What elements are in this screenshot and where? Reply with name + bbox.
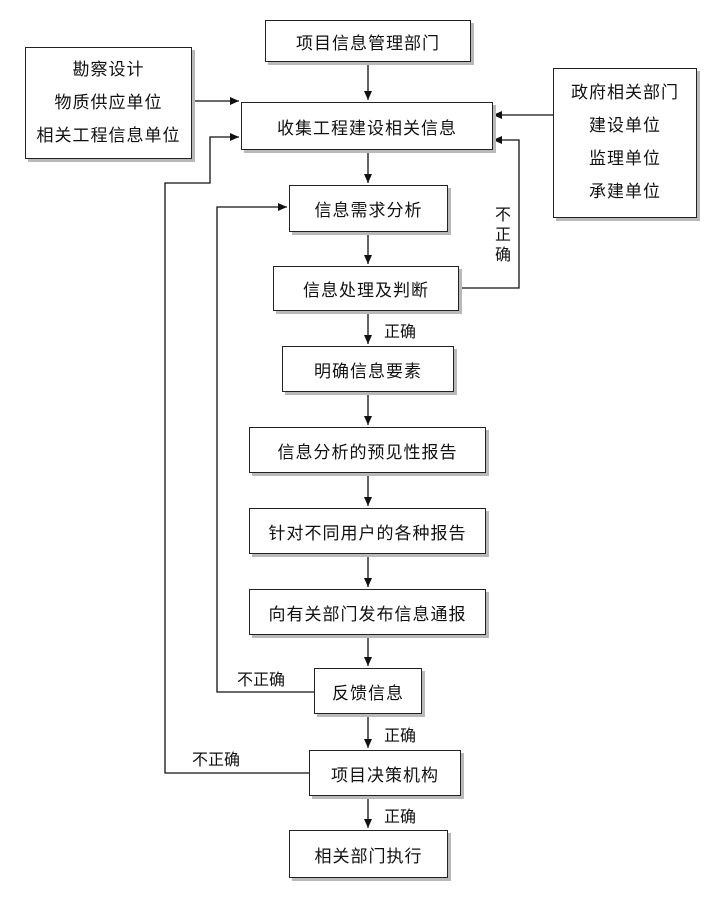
node-collect-info: 收集工程建设相关信息: [241, 102, 493, 150]
right-source-contractor: 承建单位: [589, 182, 661, 202]
label-feedback-incorrect: 不正确: [237, 670, 286, 689]
left-source-survey-design: 勘察设计: [72, 59, 145, 80]
arrow-feedback-incorrect-loop: [216, 203, 314, 693]
node-dept-execute: 相关部门执行: [289, 830, 448, 878]
label-decision-incorrect: 不正确: [192, 750, 241, 769]
left-source-material-supply: 物质供应单位: [54, 92, 163, 113]
right-source-supervision-unit: 监理单位: [589, 149, 661, 169]
node-user-reports: 针对不同用户的各种报告: [249, 508, 486, 554]
left-sources-box: 勘察设计 物质供应单位 相关工程信息单位: [25, 47, 192, 159]
node-demand-analysis: 信息需求分析: [289, 185, 448, 232]
node-process-judge: 信息处理及判断: [273, 266, 459, 311]
label-process-incorrect: 不正确: [494, 205, 511, 264]
label-process-correct: 正确: [384, 322, 417, 341]
node-info-management-dept: 项目信息管理部门: [265, 20, 471, 62]
right-source-government: 政府相关部门: [571, 83, 679, 103]
node-forecast-report: 信息分析的预见性报告: [249, 427, 486, 473]
right-source-construction-unit: 建设单位: [589, 116, 661, 136]
right-sources-box: 政府相关部门 建设单位 监理单位 承建单位: [553, 68, 697, 218]
arrow-process-incorrect-loop: [459, 136, 520, 289]
node-decision-body: 项目决策机构: [309, 750, 461, 796]
node-feedback: 反馈信息: [314, 668, 422, 714]
left-source-related-info-unit: 相关工程信息单位: [36, 125, 181, 146]
label-decision-correct: 正确: [384, 807, 417, 826]
arrow-decision-incorrect-loop: [164, 133, 309, 774]
node-publish-notice: 向有关部门发布信息通报: [249, 589, 486, 635]
label-feedback-correct: 正确: [384, 726, 417, 745]
node-info-elements: 明确信息要素: [282, 346, 454, 392]
